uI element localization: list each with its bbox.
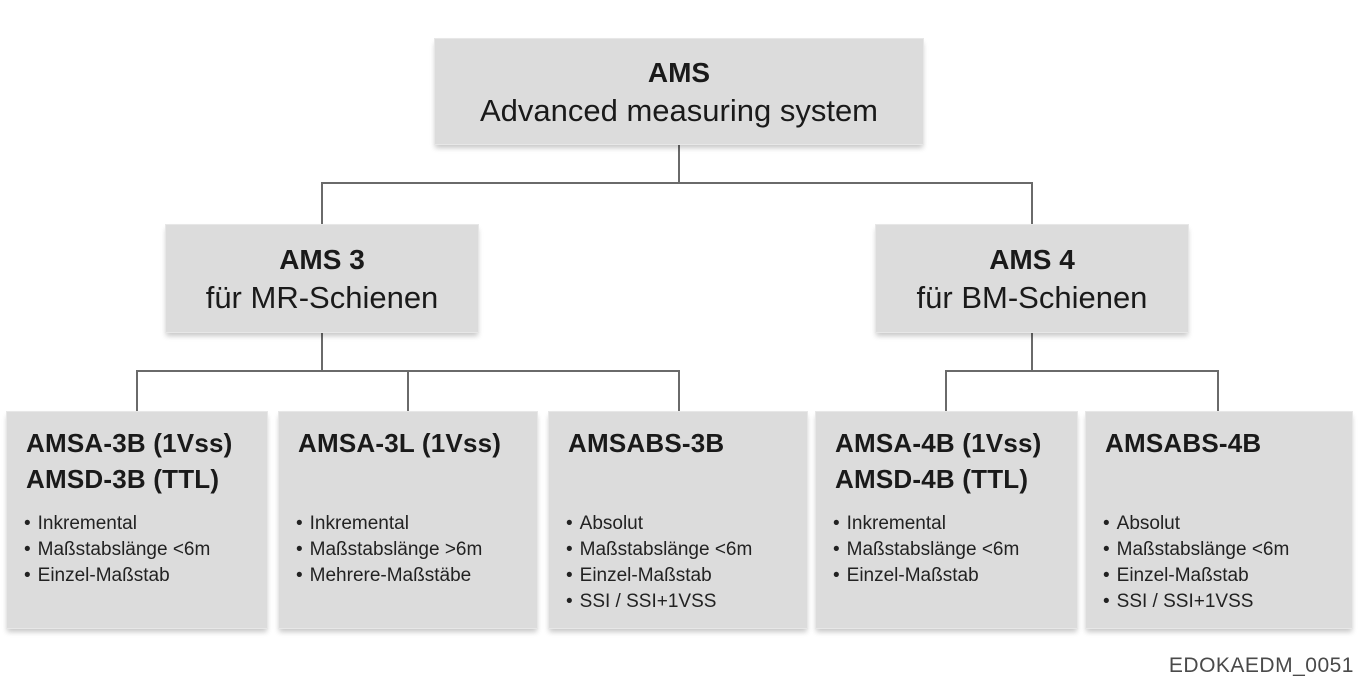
connector-drop-amsa3b bbox=[136, 370, 138, 411]
bullet-item: Absolut bbox=[566, 511, 803, 537]
bullet-item: Inkremental bbox=[24, 511, 263, 537]
bullet-item: Maßstabslänge <6m bbox=[566, 537, 803, 563]
node-amsabs-3b: AMSABS-3B Absolut Maßstabslänge <6m Einz… bbox=[548, 411, 808, 629]
leaf-title: AMSA-4B (1Vss) AMSD-4B (TTL) bbox=[835, 425, 1069, 497]
connector-drop-ams4 bbox=[1031, 182, 1033, 224]
connector-drop-amsa4b bbox=[945, 370, 947, 411]
connector-drop-ams3 bbox=[321, 182, 323, 224]
node-ams3: AMS 3 für MR-Schienen bbox=[165, 224, 479, 333]
connector-ams3-stem bbox=[321, 333, 323, 371]
bullet-item: Maßstabslänge <6m bbox=[24, 537, 263, 563]
connector-ams4-stem bbox=[1031, 333, 1033, 371]
leaf-title: AMSA-3L (1Vss) bbox=[298, 425, 529, 461]
bullet-item: Maßstabslänge >6m bbox=[296, 537, 533, 563]
leaf-title-line: AMSABS-3B bbox=[568, 428, 725, 458]
node-amsabs-4b: AMSABS-4B Absolut Maßstabslänge <6m Einz… bbox=[1085, 411, 1353, 629]
leaf-title: AMSABS-3B bbox=[568, 425, 799, 461]
bullet-item: Einzel-Maßstab bbox=[1103, 563, 1348, 589]
leaf-title-line: AMSA-4B (1Vss) bbox=[835, 428, 1042, 458]
connector-level1-bar bbox=[321, 182, 1033, 184]
bullet-item: Inkremental bbox=[296, 511, 533, 537]
node-title: AMS bbox=[647, 56, 711, 88]
feature-list: Inkremental Maßstabslänge >6m Mehrere-Ma… bbox=[296, 511, 533, 589]
bullet-item: Einzel-Maßstab bbox=[833, 563, 1073, 589]
node-title: AMS 4 bbox=[989, 243, 1075, 275]
node-amsa-4b: AMSA-4B (1Vss) AMSD-4B (TTL) Inkremental… bbox=[815, 411, 1078, 629]
leaf-title-line: AMSABS-4B bbox=[1105, 428, 1262, 458]
leaf-title-line: AMSA-3B (1Vss) bbox=[26, 428, 233, 458]
node-subtitle: für BM-Schienen bbox=[916, 279, 1148, 315]
feature-list: Absolut Maßstabslänge <6m Einzel-Maßstab… bbox=[1103, 511, 1348, 615]
leaf-title-line: AMSD-3B (TTL) bbox=[26, 464, 220, 494]
node-amsa-3b: AMSA-3B (1Vss) AMSD-3B (TTL) Inkremental… bbox=[6, 411, 268, 629]
bullet-item: Maßstabslänge <6m bbox=[1103, 537, 1348, 563]
connector-root-stem bbox=[678, 145, 680, 183]
feature-list: Absolut Maßstabslänge <6m Einzel-Maßstab… bbox=[566, 511, 803, 615]
bullet-item: Maßstabslänge <6m bbox=[833, 537, 1073, 563]
node-ams: AMS Advanced measuring system bbox=[434, 38, 924, 145]
node-ams4: AMS 4 für BM-Schienen bbox=[875, 224, 1189, 333]
connector-drop-amsabs4b bbox=[1217, 370, 1219, 411]
node-title: AMS 3 bbox=[279, 243, 365, 275]
bullet-item: SSI / SSI+1VSS bbox=[566, 589, 803, 615]
bullet-item: Absolut bbox=[1103, 511, 1348, 537]
bullet-item: Mehrere-Maßstäbe bbox=[296, 563, 533, 589]
leaf-title-line: AMSA-3L (1Vss) bbox=[298, 428, 502, 458]
node-amsa-3l: AMSA-3L (1Vss) Inkremental Maßstabslänge… bbox=[278, 411, 538, 629]
bullet-item: SSI / SSI+1VSS bbox=[1103, 589, 1348, 615]
node-subtitle: Advanced measuring system bbox=[479, 92, 879, 128]
figure-code: EDOKAEDM_0051 bbox=[1168, 654, 1354, 677]
bullet-item: Inkremental bbox=[833, 511, 1073, 537]
leaf-title-line: AMSD-4B (TTL) bbox=[835, 464, 1029, 494]
node-subtitle: für MR-Schienen bbox=[205, 279, 439, 315]
leaf-title: AMSA-3B (1Vss) AMSD-3B (TTL) bbox=[26, 425, 259, 497]
bullet-item: Einzel-Maßstab bbox=[24, 563, 263, 589]
leaf-title: AMSABS-4B bbox=[1105, 425, 1344, 461]
feature-list: Inkremental Maßstabslänge <6m Einzel-Maß… bbox=[24, 511, 263, 589]
connector-drop-amsa3l bbox=[407, 370, 409, 411]
connector-ams4-bar bbox=[945, 370, 1219, 372]
connector-drop-amsabs3b bbox=[678, 370, 680, 411]
feature-list: Inkremental Maßstabslänge <6m Einzel-Maß… bbox=[833, 511, 1073, 589]
bullet-item: Einzel-Maßstab bbox=[566, 563, 803, 589]
